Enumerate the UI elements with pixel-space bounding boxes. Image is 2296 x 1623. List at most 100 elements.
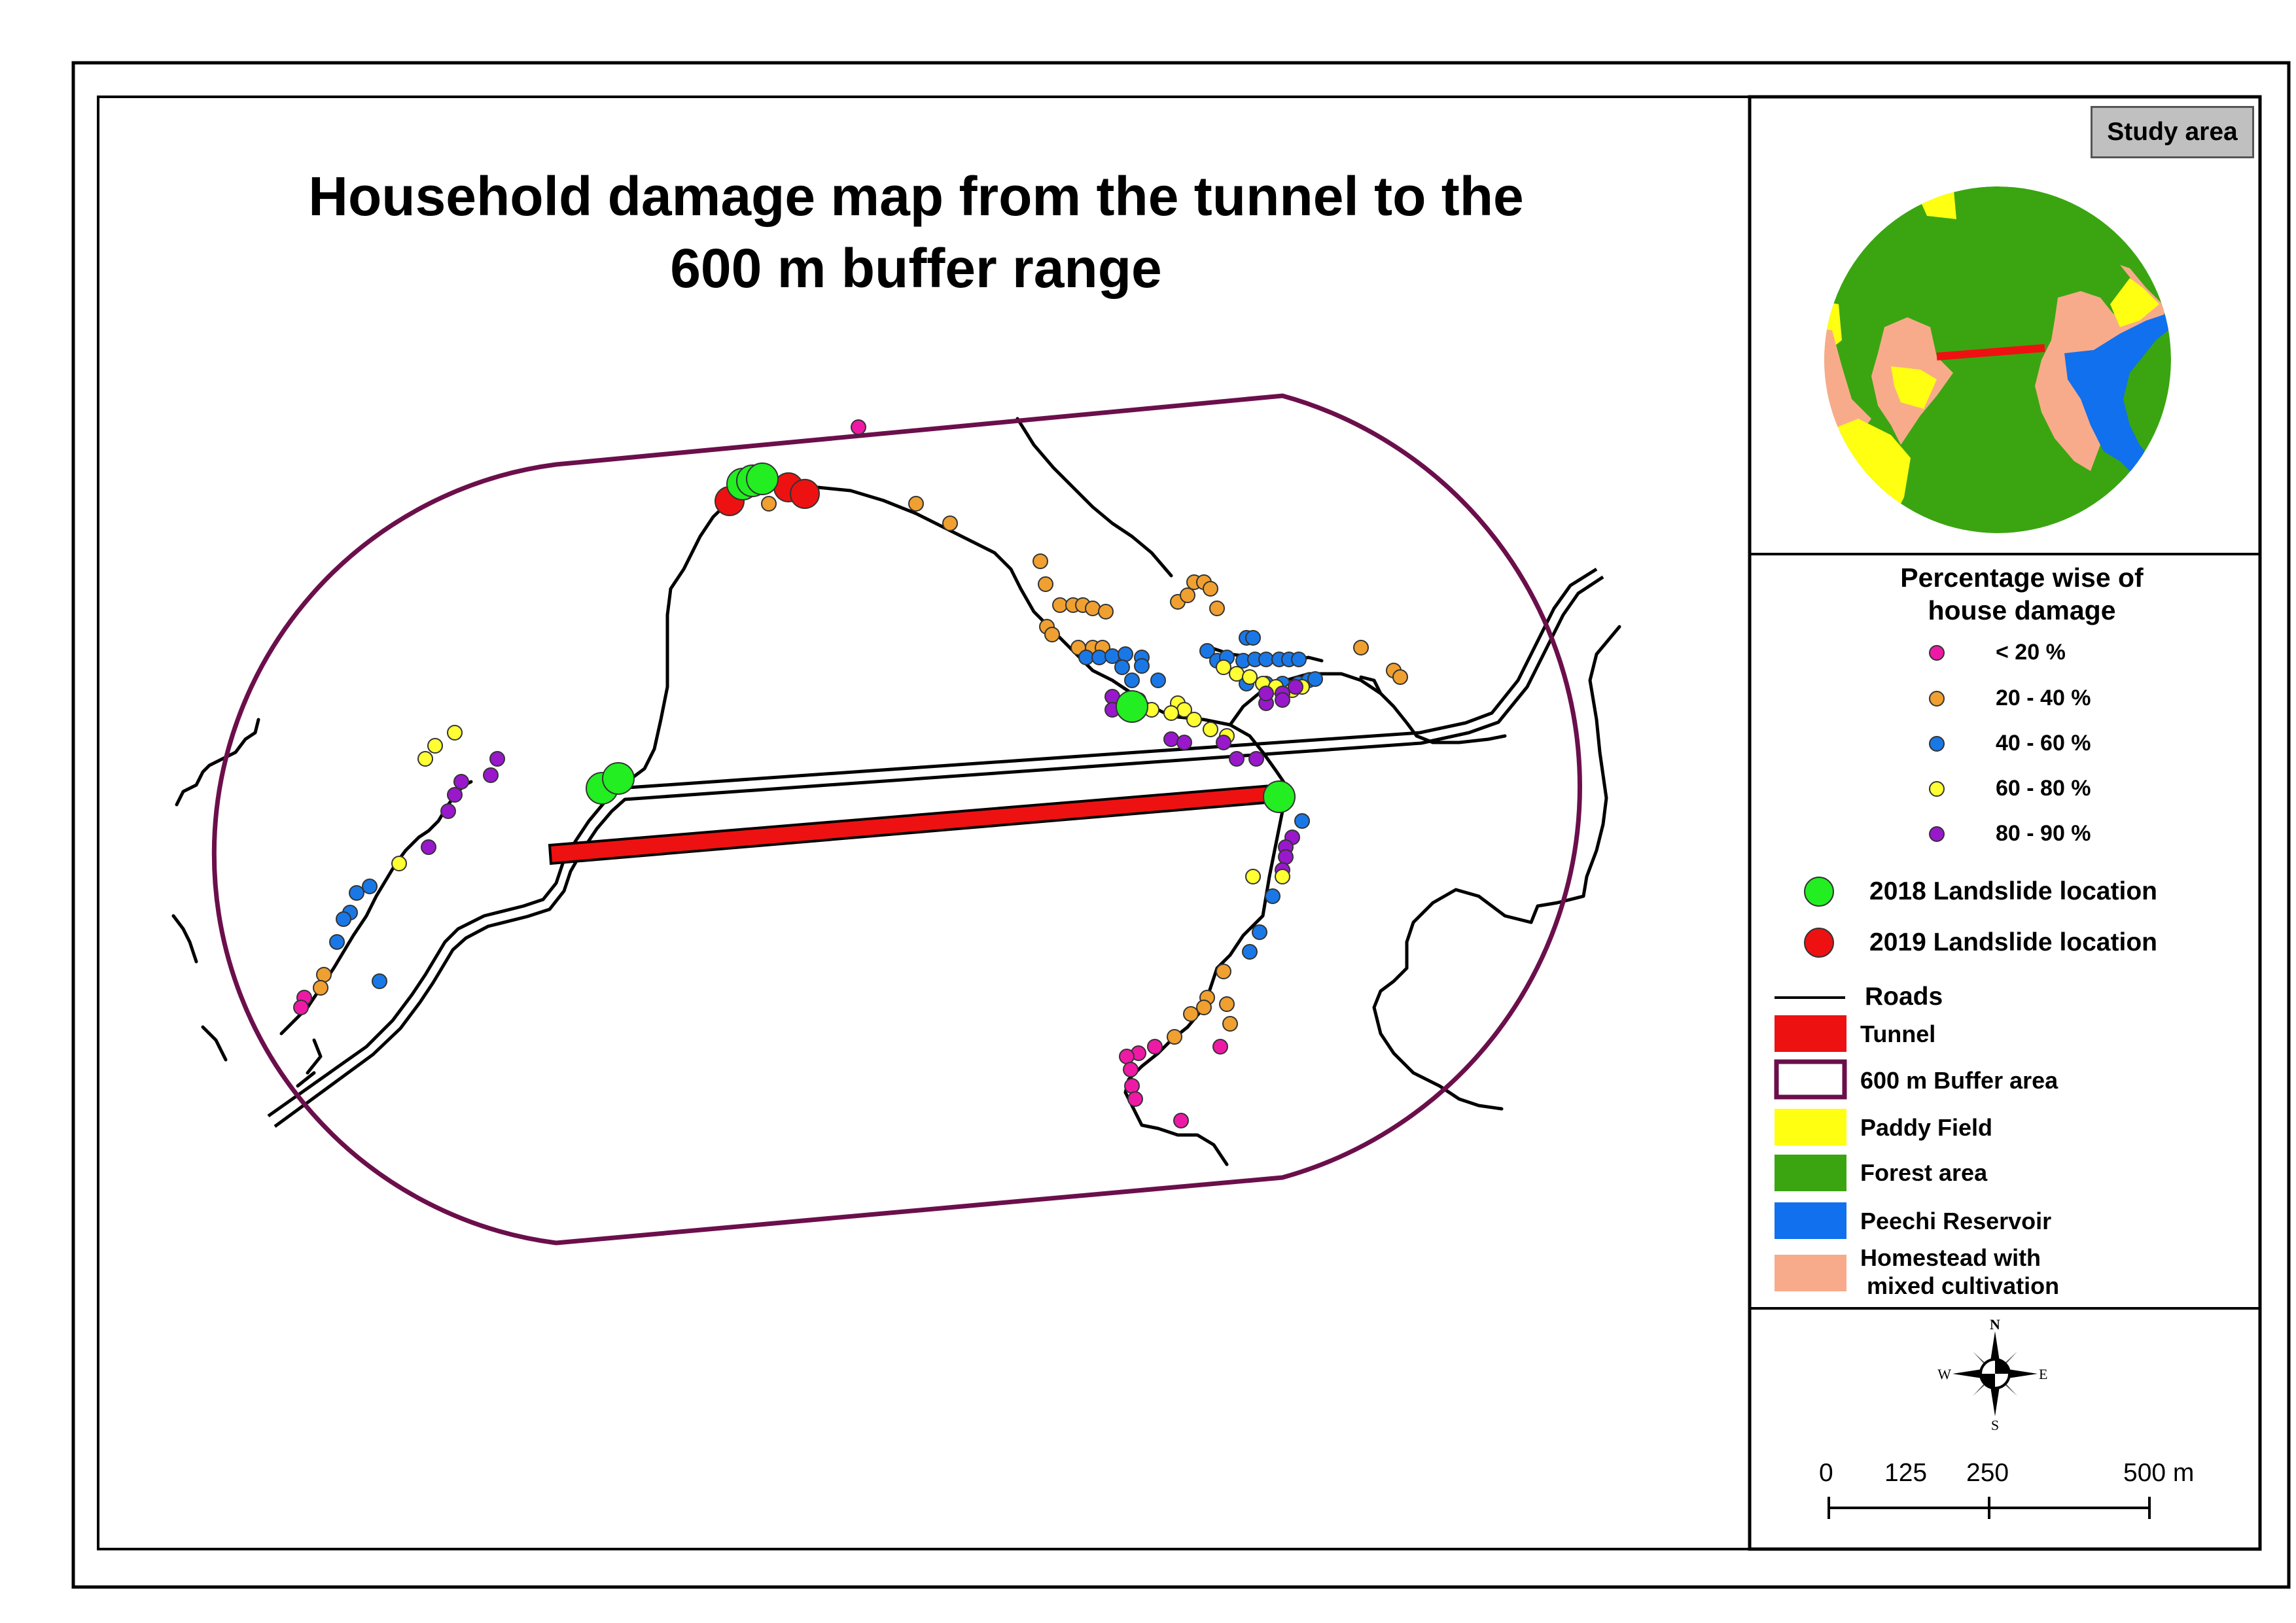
legend-label-2018: 2018 Landslide location [1869, 877, 2157, 905]
scale-tick-125: 125 [1884, 1459, 1928, 1487]
house-point [1252, 924, 1267, 940]
house-point [761, 496, 777, 512]
house-point [1222, 1016, 1238, 1032]
buffer-area [211, 393, 1582, 1246]
main-road [267, 567, 1604, 1128]
house-point [336, 911, 351, 927]
house-point [427, 738, 443, 754]
outer-frame [71, 61, 2291, 1589]
house-point [1052, 597, 1068, 613]
legend-dot-lt20 [1929, 645, 1945, 661]
inset-reservoir [2064, 314, 2171, 474]
compass-e: E [2039, 1366, 2047, 1382]
compass-rose-icon: N S E W [1937, 1316, 2047, 1433]
house-point [447, 787, 463, 803]
scale-bar [1828, 1497, 2151, 1519]
house-point [421, 839, 436, 855]
legend-heading-line1: Percentage wise of [1900, 563, 2144, 593]
inset-paddy-center [1891, 366, 1937, 409]
house-point [1098, 604, 1114, 620]
legend-label-2019: 2019 Landslide location [1869, 928, 2157, 956]
house-point [1212, 1039, 1228, 1055]
legend-dot-20-40 [1929, 691, 1945, 707]
house-point [1229, 751, 1245, 767]
house-point [942, 515, 958, 531]
legend-paddy-swatch [1775, 1109, 1846, 1145]
map-title-line2: 600 m buffer range [670, 237, 1162, 299]
house-point [908, 496, 924, 512]
scale-tick-250: 250 [1966, 1459, 2009, 1487]
house-point [1078, 650, 1094, 665]
legend-homestead-swatch [1775, 1255, 1846, 1291]
house-point [1219, 996, 1235, 1012]
house-point [1183, 1006, 1199, 1022]
side-panel-frame [1748, 95, 2262, 1551]
landslide-2019-point [790, 479, 820, 509]
house-point [453, 774, 469, 790]
house-point [1163, 705, 1179, 721]
house-point [1134, 658, 1150, 674]
inset-tunnel [1936, 344, 2045, 360]
house-point [372, 973, 387, 989]
landslide-2018-point [746, 462, 779, 495]
house-point [1209, 601, 1225, 616]
house-point [1167, 1029, 1182, 1045]
house-point [1258, 686, 1274, 701]
house-point [391, 856, 407, 871]
house-point [1085, 601, 1101, 616]
house-point [1163, 731, 1179, 747]
legend-tunnel-swatch [1775, 1015, 1846, 1052]
house-point [1275, 692, 1290, 708]
legend-label-40-60: 40 - 60 % [1996, 731, 2091, 756]
house-point [1124, 1078, 1140, 1094]
map-title: Household damage map from the tunnel to … [164, 160, 1669, 304]
house-point [1147, 1039, 1163, 1055]
legend-label-paddy: Paddy Field [1860, 1114, 1993, 1141]
scale-tick-500: 500 m [2123, 1459, 2195, 1487]
house-point [1353, 640, 1369, 655]
legend-label-homestead-2: mixed cultivation [1867, 1272, 2060, 1299]
house-point [1186, 712, 1202, 727]
map-title-line1: Household damage map from the tunnel to … [308, 166, 1524, 227]
house-point [1242, 669, 1258, 685]
house-point [1248, 751, 1264, 767]
house-point [1033, 553, 1048, 569]
legend-label-20-40: 20 - 40 % [1996, 686, 2091, 710]
house-point [1216, 964, 1231, 979]
house-point [483, 767, 499, 783]
house-point [316, 967, 332, 983]
house-point [1044, 627, 1060, 642]
legend-label-80-90: 80 - 90 % [1996, 821, 2091, 846]
house-point [851, 419, 866, 435]
house-point [1288, 679, 1303, 695]
compass-s: S [1991, 1417, 1999, 1433]
legend-label-lt20: < 20 % [1996, 640, 2066, 665]
legend-buffer-swatch [1774, 1059, 1847, 1100]
house-point [1114, 659, 1130, 675]
house-point [1119, 1049, 1135, 1064]
study-area-inset [1824, 186, 2171, 533]
house-point [1307, 671, 1323, 687]
legend-label-homestead-1: Homestead with [1860, 1244, 2041, 1271]
house-point [1245, 630, 1261, 646]
house-point [1123, 1062, 1139, 1077]
house-point [349, 885, 364, 901]
legend-label-buffer: 600 m Buffer area [1860, 1067, 2058, 1094]
scale-tick-0: 0 [1819, 1459, 1833, 1487]
legend-dot-2018 [1804, 877, 1834, 907]
legend-label-60-80: 60 - 80 % [1996, 776, 2091, 801]
legend-heading: Percentage wise of house damage [1799, 561, 2244, 627]
house-point [1392, 669, 1408, 685]
house-point [417, 751, 433, 767]
legend-label-forest: Forest area [1860, 1159, 1988, 1186]
landslide-2018-point [602, 762, 635, 795]
house-point [1258, 652, 1274, 667]
inset-paddy-east [2110, 278, 2159, 327]
house-point [1203, 722, 1218, 737]
house-point [1150, 672, 1166, 688]
house-point [1265, 888, 1280, 904]
house-point [1245, 869, 1261, 884]
legend-forest-swatch [1775, 1155, 1846, 1191]
house-point [1242, 944, 1258, 960]
legend-symbols [1774, 645, 1945, 1291]
